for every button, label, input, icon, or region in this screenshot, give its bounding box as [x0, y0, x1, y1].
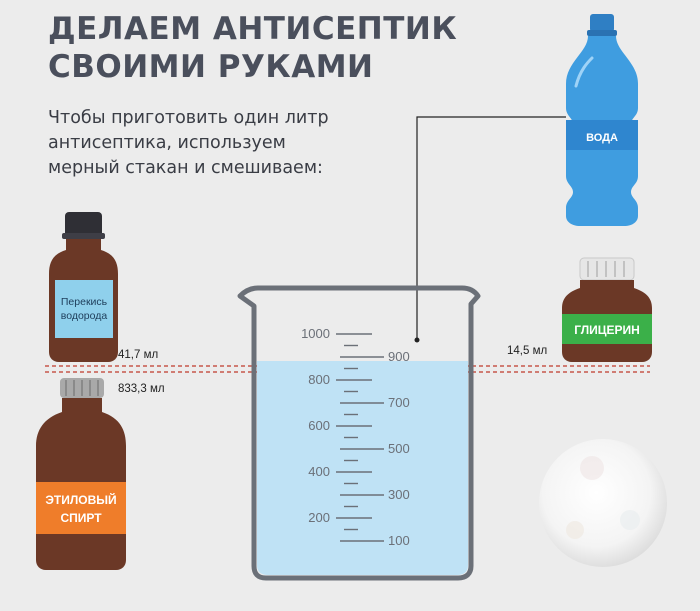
title-line-2: СВОИМИ РУКАМИ: [48, 49, 374, 85]
water-bottle-cap-ring: [587, 30, 617, 36]
glycerin-label: [562, 314, 652, 344]
measuring-beaker: 1000 800 600 400 200 900 700 500 300 100: [237, 285, 481, 581]
ethanol-amount: 833,3 мл: [118, 383, 165, 395]
sphere-blur-spot: [566, 521, 584, 539]
scale-label-right: 700: [388, 395, 410, 410]
peroxide-label-line-2: водорода: [61, 310, 108, 322]
sphere-blur-spot: [620, 510, 640, 530]
ethanol-label-line-1: ЭТИЛОВЫЙ: [45, 492, 116, 507]
scale-label-left: 1000: [301, 326, 330, 341]
water-bottle-cap: [590, 14, 614, 32]
scale-label-left: 600: [308, 418, 330, 433]
sphere-blur-spot: [580, 456, 604, 480]
ethanol-label-line-2: СПИРТ: [60, 511, 102, 525]
instructions-line-3: мерный стакан и смешиваем:: [48, 158, 323, 178]
peroxide-label: [55, 280, 113, 338]
page-title: ДЕЛАЕМ АНТИСЕПТИК СВОИМИ РУКАМИ: [48, 10, 457, 86]
instructions-text: Чтобы приготовить один литр антисептика,…: [48, 106, 329, 181]
peroxide-amount: 41,7 мл: [118, 349, 158, 361]
instructions-line-1: Чтобы приготовить один литр: [48, 108, 329, 128]
water-bottle-highlight: [574, 56, 594, 88]
peroxide-bottle: Перекись водорода: [49, 212, 118, 362]
scale-label-right: 300: [388, 487, 410, 502]
instructions-line-2: антисептика, используем: [48, 133, 286, 153]
peroxide-cap: [65, 212, 102, 238]
beaker-liquid: [257, 361, 468, 575]
glycerin-bottle: ГЛИЦЕРИН: [562, 257, 652, 362]
scale-label-left: 800: [308, 372, 330, 387]
scale-label-right: 500: [388, 441, 410, 456]
water-bottle: ВОДА: [566, 14, 638, 226]
scale-label-left: 400: [308, 464, 330, 479]
water-pointer-dot: [414, 337, 420, 343]
scale-label-left: 200: [308, 510, 330, 525]
glycerin-label-text: ГЛИЦЕРИН: [574, 323, 640, 337]
water-label-text: ВОДА: [586, 132, 618, 144]
blurred-sphere: [539, 439, 667, 567]
beaker-scale: [336, 333, 384, 542]
title-line-1: ДЕЛАЕМ АНТИСЕПТИК: [48, 11, 458, 47]
scale-label-right: 100: [388, 533, 410, 548]
ethanol-bottle: ЭТИЛОВЫЙ СПИРТ: [36, 378, 126, 570]
peroxide-cap-ring: [62, 233, 105, 239]
water-bottle-label: [566, 120, 638, 150]
beaker-glass: [237, 285, 481, 581]
peroxide-label-line-1: Перекись: [61, 296, 108, 308]
glycerin-amount: 14,5 мл: [507, 345, 547, 357]
water-pointer-line: [416, 116, 566, 340]
ethanol-label: [36, 482, 126, 534]
scale-label-right: 900: [388, 349, 410, 364]
